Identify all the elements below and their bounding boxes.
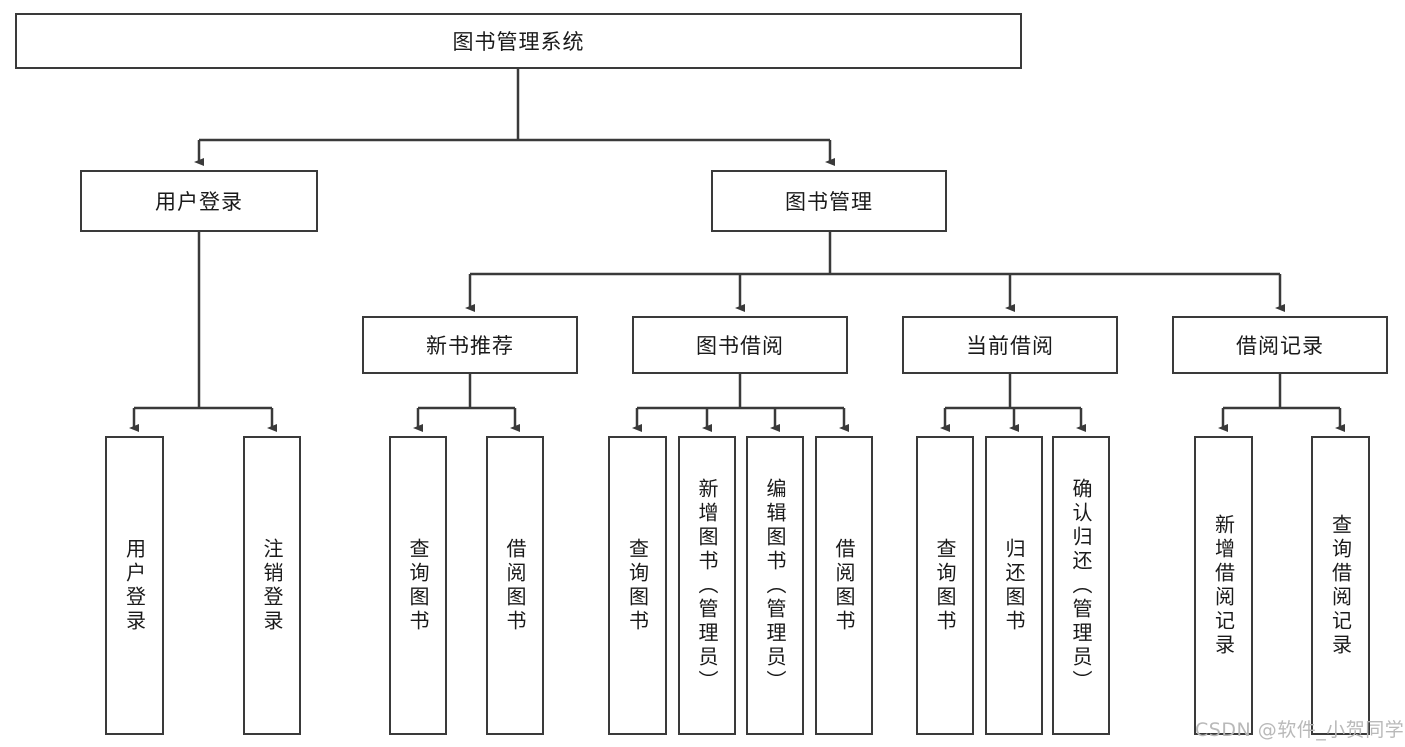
node-leaf-confirm-return-admin-label: 确认归还（管理员） bbox=[1069, 477, 1093, 694]
node-leaf-borrow-book-rec-label: 借阅图书 bbox=[503, 537, 527, 634]
node-leaf-confirm-return-admin[interactable]: 确认归还（管理员） bbox=[1052, 436, 1110, 735]
node-book-borrow[interactable]: 图书借阅 bbox=[632, 316, 848, 374]
node-leaf-add-book-admin-label: 新增图书（管理员） bbox=[695, 477, 719, 694]
node-leaf-edit-book-admin-label: 编辑图书（管理员） bbox=[763, 477, 787, 694]
node-leaf-add-borrow-record[interactable]: 新增借阅记录 bbox=[1194, 436, 1253, 735]
node-leaf-user-login-label: 用户登录 bbox=[122, 537, 147, 634]
node-book-borrow-label: 图书借阅 bbox=[696, 334, 784, 358]
node-current-borrow[interactable]: 当前借阅 bbox=[902, 316, 1118, 374]
node-book-manage-label: 图书管理 bbox=[785, 190, 873, 214]
node-leaf-add-book-admin[interactable]: 新增图书（管理员） bbox=[678, 436, 736, 735]
node-leaf-user-logout-label: 注销登录 bbox=[260, 537, 284, 634]
node-new-book-recommend[interactable]: 新书推荐 bbox=[362, 316, 578, 374]
node-leaf-borrow-book[interactable]: 借阅图书 bbox=[815, 436, 873, 735]
node-new-book-recommend-label: 新书推荐 bbox=[426, 334, 514, 358]
node-borrow-record-label: 借阅记录 bbox=[1236, 334, 1324, 358]
csdn-watermark: CSDN @软件_小贺同学 bbox=[1195, 719, 1405, 741]
node-leaf-borrow-book-rec[interactable]: 借阅图书 bbox=[486, 436, 544, 735]
node-leaf-return-book[interactable]: 归还图书 bbox=[985, 436, 1043, 735]
node-current-borrow-label: 当前借阅 bbox=[966, 334, 1054, 358]
node-leaf-user-login[interactable]: 用户登录 bbox=[105, 436, 164, 735]
node-leaf-query-book-current[interactable]: 查询图书 bbox=[916, 436, 974, 735]
node-leaf-borrow-book-label: 借阅图书 bbox=[832, 537, 856, 634]
node-leaf-query-book-rec-label: 查询图书 bbox=[406, 537, 430, 634]
node-root[interactable]: 图书管理系统 bbox=[15, 13, 1022, 69]
node-leaf-query-borrow-record[interactable]: 查询借阅记录 bbox=[1311, 436, 1370, 735]
node-leaf-edit-book-admin[interactable]: 编辑图书（管理员） bbox=[746, 436, 804, 735]
node-borrow-record[interactable]: 借阅记录 bbox=[1172, 316, 1388, 374]
node-leaf-query-book-rec[interactable]: 查询图书 bbox=[389, 436, 447, 735]
node-leaf-query-book-current-label: 查询图书 bbox=[933, 537, 957, 634]
node-root-label: 图书管理系统 bbox=[452, 30, 585, 54]
node-leaf-return-book-label: 归还图书 bbox=[1002, 537, 1026, 634]
node-leaf-query-borrow-record-label: 查询借阅记录 bbox=[1328, 513, 1353, 658]
node-leaf-add-borrow-record-label: 新增借阅记录 bbox=[1211, 513, 1236, 658]
node-book-manage[interactable]: 图书管理 bbox=[711, 170, 947, 232]
node-leaf-query-book-borrow[interactable]: 查询图书 bbox=[608, 436, 667, 735]
node-user-login-label: 用户登录 bbox=[155, 190, 243, 214]
node-leaf-query-book-borrow-label: 查询图书 bbox=[625, 537, 650, 634]
node-user-login[interactable]: 用户登录 bbox=[80, 170, 318, 232]
node-leaf-user-logout[interactable]: 注销登录 bbox=[243, 436, 301, 735]
